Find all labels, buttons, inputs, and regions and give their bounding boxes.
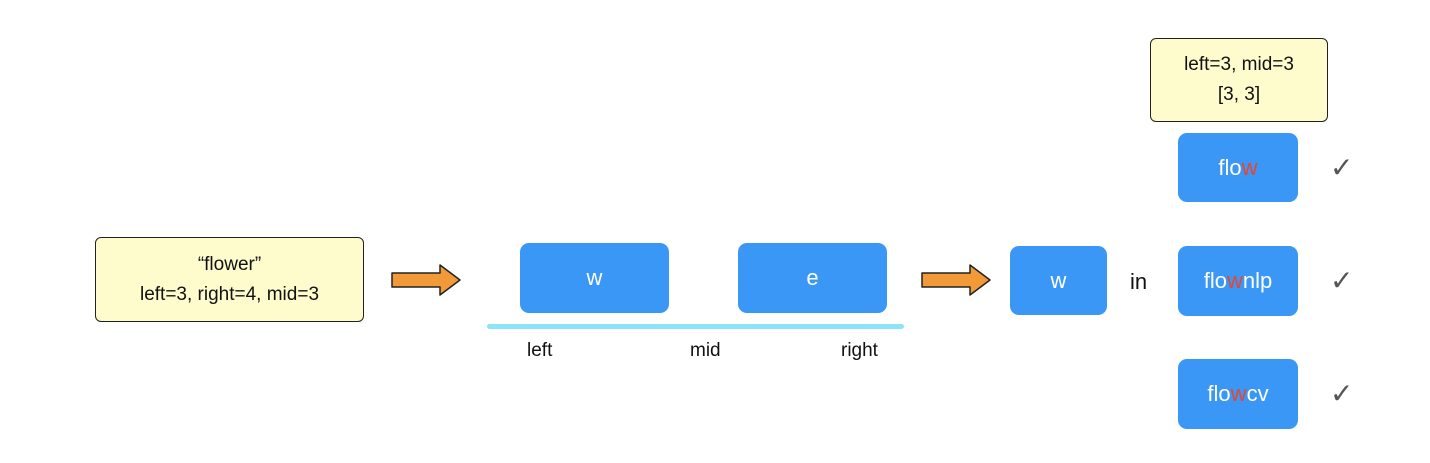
right-char-box: e xyxy=(738,243,887,313)
left-label: left xyxy=(527,340,553,361)
left-char: w xyxy=(586,265,603,290)
candidate-highlight: w xyxy=(1230,381,1247,406)
in-label: in xyxy=(1130,269,1148,294)
mid-label: mid xyxy=(690,340,721,361)
left-char-box: w xyxy=(520,243,669,313)
result-pointers: left=3, mid=3 xyxy=(1184,54,1294,75)
range-bar xyxy=(487,324,904,329)
candidate-prefix: flo xyxy=(1203,268,1227,293)
input-pointers: left=3, right=4, mid=3 xyxy=(139,283,320,305)
result-range: [3, 3] xyxy=(1217,84,1261,105)
input-word: “flower” xyxy=(197,253,262,275)
right-arrow-icon xyxy=(921,264,991,296)
query-char-box: w xyxy=(1010,246,1107,315)
candidate-highlight: w xyxy=(1241,154,1258,180)
right-arrow-icon xyxy=(391,264,461,296)
candidate-highlight: w xyxy=(1227,268,1243,293)
input-note: “flower” left=3, right=4, mid=3 xyxy=(95,237,364,322)
right-label: right xyxy=(841,340,878,361)
candidate-prefix: flo xyxy=(1207,381,1231,406)
result-note: left=3, mid=3 [3, 3] xyxy=(1150,38,1328,122)
candidate-prefix: flo xyxy=(1218,154,1242,180)
candidate-suffix: cv xyxy=(1246,381,1269,406)
right-char: e xyxy=(806,265,819,290)
query-char: w xyxy=(1050,267,1067,293)
candidate-suffix: nlp xyxy=(1242,268,1273,293)
check-icon: ✓ xyxy=(1330,151,1354,184)
check-icon: ✓ xyxy=(1330,377,1354,410)
check-icon: ✓ xyxy=(1330,264,1354,297)
